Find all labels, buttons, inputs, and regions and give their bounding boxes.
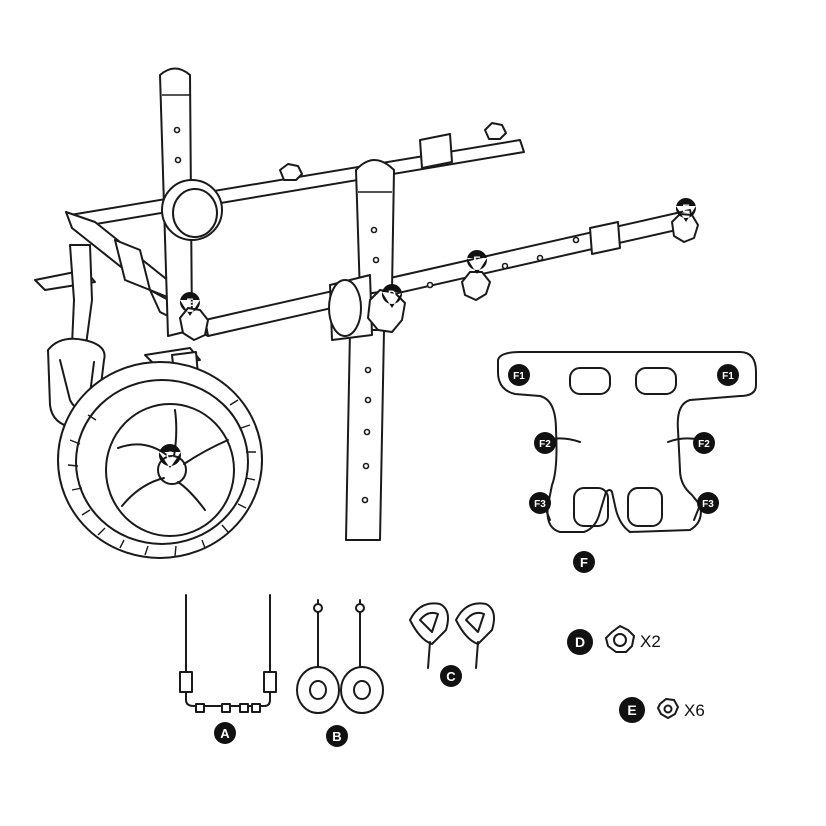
svg-text:C: C: [446, 669, 456, 684]
part-label-e: E: [619, 697, 645, 723]
harness-label-f2-right: F2: [693, 432, 715, 454]
part-d-quantity: X2: [640, 632, 661, 651]
svg-text:F3: F3: [534, 499, 546, 510]
part-label-c: C: [440, 665, 462, 687]
part-c-stirrups: [409, 602, 495, 669]
harness-label-f3-left: F3: [529, 492, 551, 514]
svg-text:A: A: [220, 726, 230, 741]
harness-label-f1-right: F1: [717, 364, 739, 386]
svg-text:E: E: [473, 255, 480, 267]
part-e-quantity: X6: [684, 701, 705, 720]
svg-text:E: E: [682, 203, 689, 215]
svg-text:E: E: [186, 297, 193, 309]
harness-label-f3-right: F3: [697, 492, 719, 514]
small-knob-icon: [657, 698, 679, 719]
svg-text:F2: F2: [698, 439, 710, 450]
harness-label-f2-left: F2: [534, 432, 556, 454]
svg-text:E: E: [627, 702, 636, 718]
part-label-d: D: [567, 629, 593, 655]
svg-text:F1: F1: [513, 371, 525, 382]
part-label-a: A: [214, 722, 236, 744]
svg-text:F: F: [580, 555, 588, 570]
callout-e-left: E: [179, 292, 200, 316]
callout-e-right: E: [675, 198, 696, 222]
wheel: [57, 361, 263, 559]
svg-text:F3: F3: [702, 499, 714, 510]
harness-label-f1-left: F1: [508, 364, 530, 386]
wheelchair-frame: [65, 67, 699, 541]
svg-text:F2: F2: [539, 439, 551, 450]
part-b-wheel-rods: [296, 599, 384, 714]
svg-text:C: C: [166, 450, 174, 462]
svg-text:D: D: [575, 634, 585, 650]
callout-d: D: [381, 284, 402, 308]
part-label-b: B: [326, 725, 348, 747]
part-a-u-bracket: [179, 594, 277, 713]
svg-text:D: D: [388, 289, 396, 301]
harness: [497, 351, 757, 533]
svg-text:F1: F1: [722, 371, 734, 382]
callout-e-middle: E: [466, 250, 487, 274]
harness-label-f: F: [573, 551, 595, 573]
callout-c: C: [158, 444, 181, 468]
large-knob-icon: [605, 625, 635, 653]
svg-text:B: B: [332, 729, 341, 744]
